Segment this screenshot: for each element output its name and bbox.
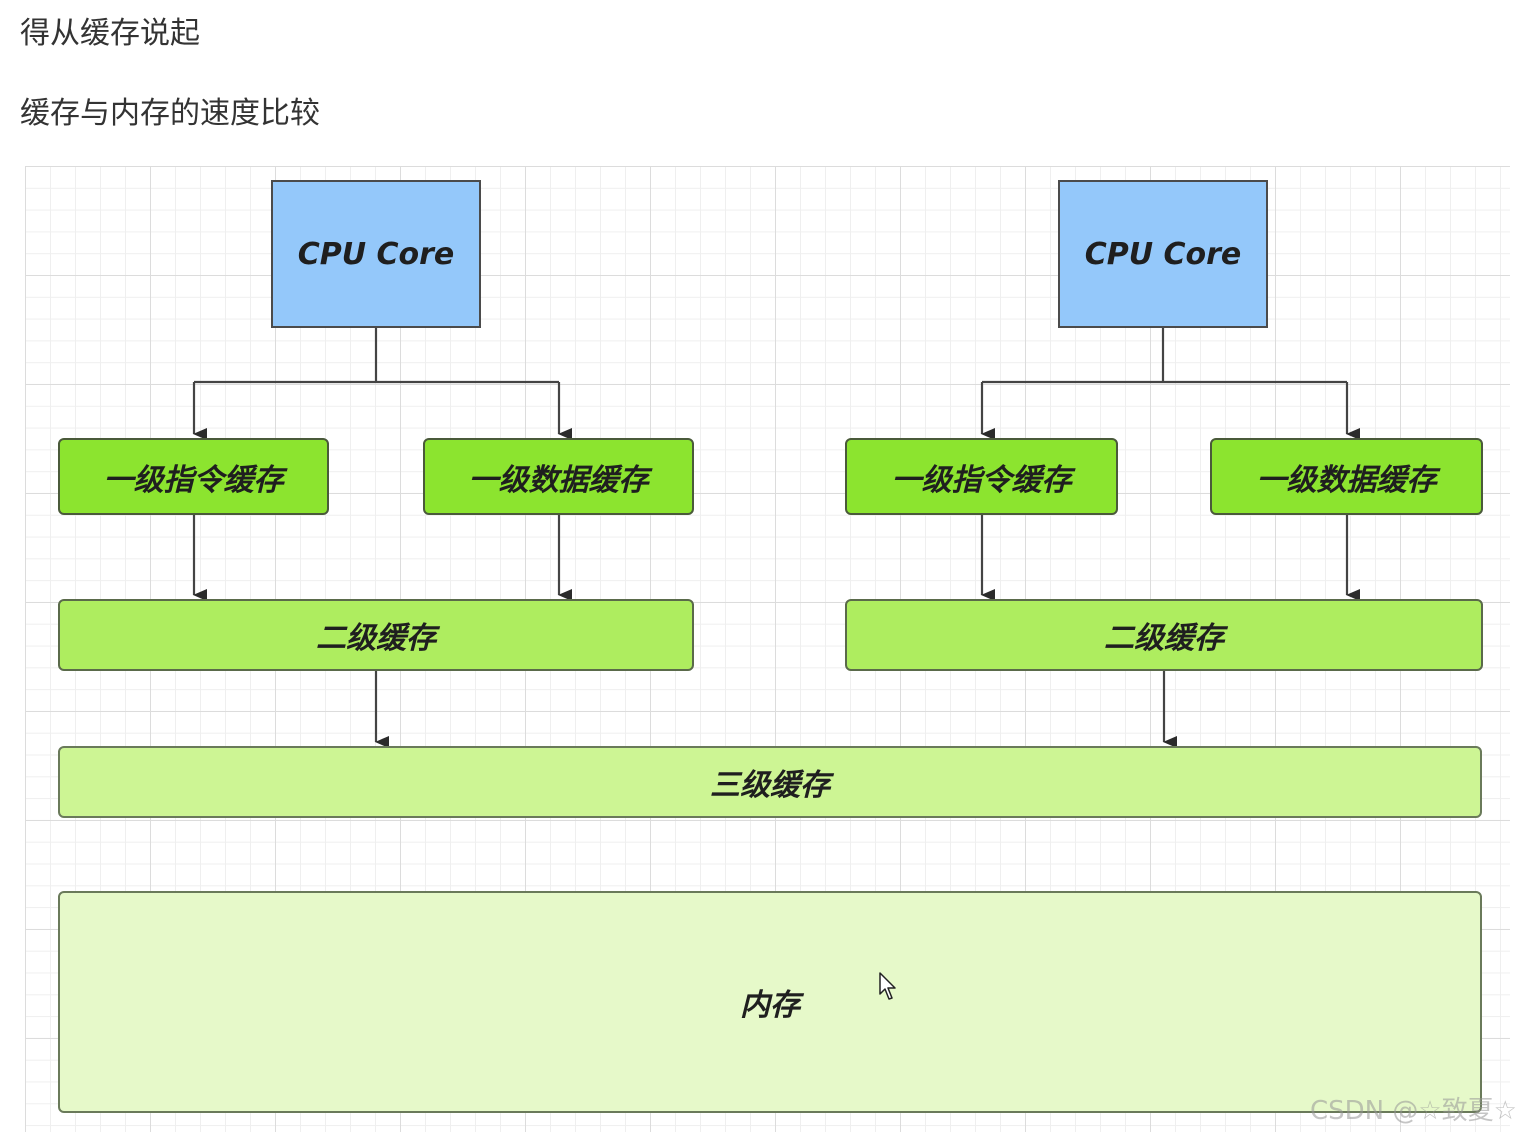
l1-data-cache-right: 一级数据缓存 xyxy=(1210,438,1483,515)
heading-secondary: 缓存与内存的速度比较 xyxy=(20,96,320,131)
l1-instruction-cache-right: 一级指令缓存 xyxy=(845,438,1118,515)
main-memory: 内存 xyxy=(58,891,1482,1113)
heading-primary: 得从缓存说起 xyxy=(20,16,200,51)
l1-data-cache-left: 一级数据缓存 xyxy=(423,438,694,515)
l2-cache-right: 二级缓存 xyxy=(845,599,1483,671)
cpu-core-right: CPU Core xyxy=(1058,180,1268,328)
l3-cache: 三级缓存 xyxy=(58,746,1482,818)
l1-instruction-cache-left: 一级指令缓存 xyxy=(58,438,329,515)
cpu-core-left: CPU Core xyxy=(271,180,481,328)
mouse-pointer-icon xyxy=(879,972,896,1000)
l2-cache-left: 二级缓存 xyxy=(58,599,694,671)
watermark: CSDN @☆致夏☆ xyxy=(1309,1096,1517,1126)
